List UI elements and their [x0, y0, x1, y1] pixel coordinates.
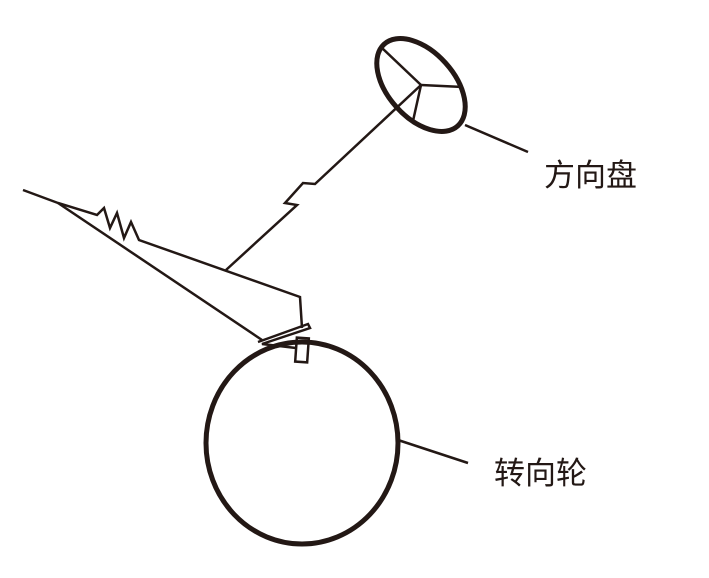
steered-wheel-label: 转向轮 — [494, 456, 587, 492]
steered-wheel-leader — [397, 438, 469, 465]
steering-linkage — [22, 188, 304, 329]
steering-wheel-label: 方向盘 — [544, 158, 637, 194]
steering-wheel-leader — [464, 123, 529, 154]
steering-shaft — [225, 84, 422, 271]
drag-link — [57, 201, 263, 342]
kingpin-block — [293, 336, 311, 364]
steered-wheel — [203, 339, 401, 547]
